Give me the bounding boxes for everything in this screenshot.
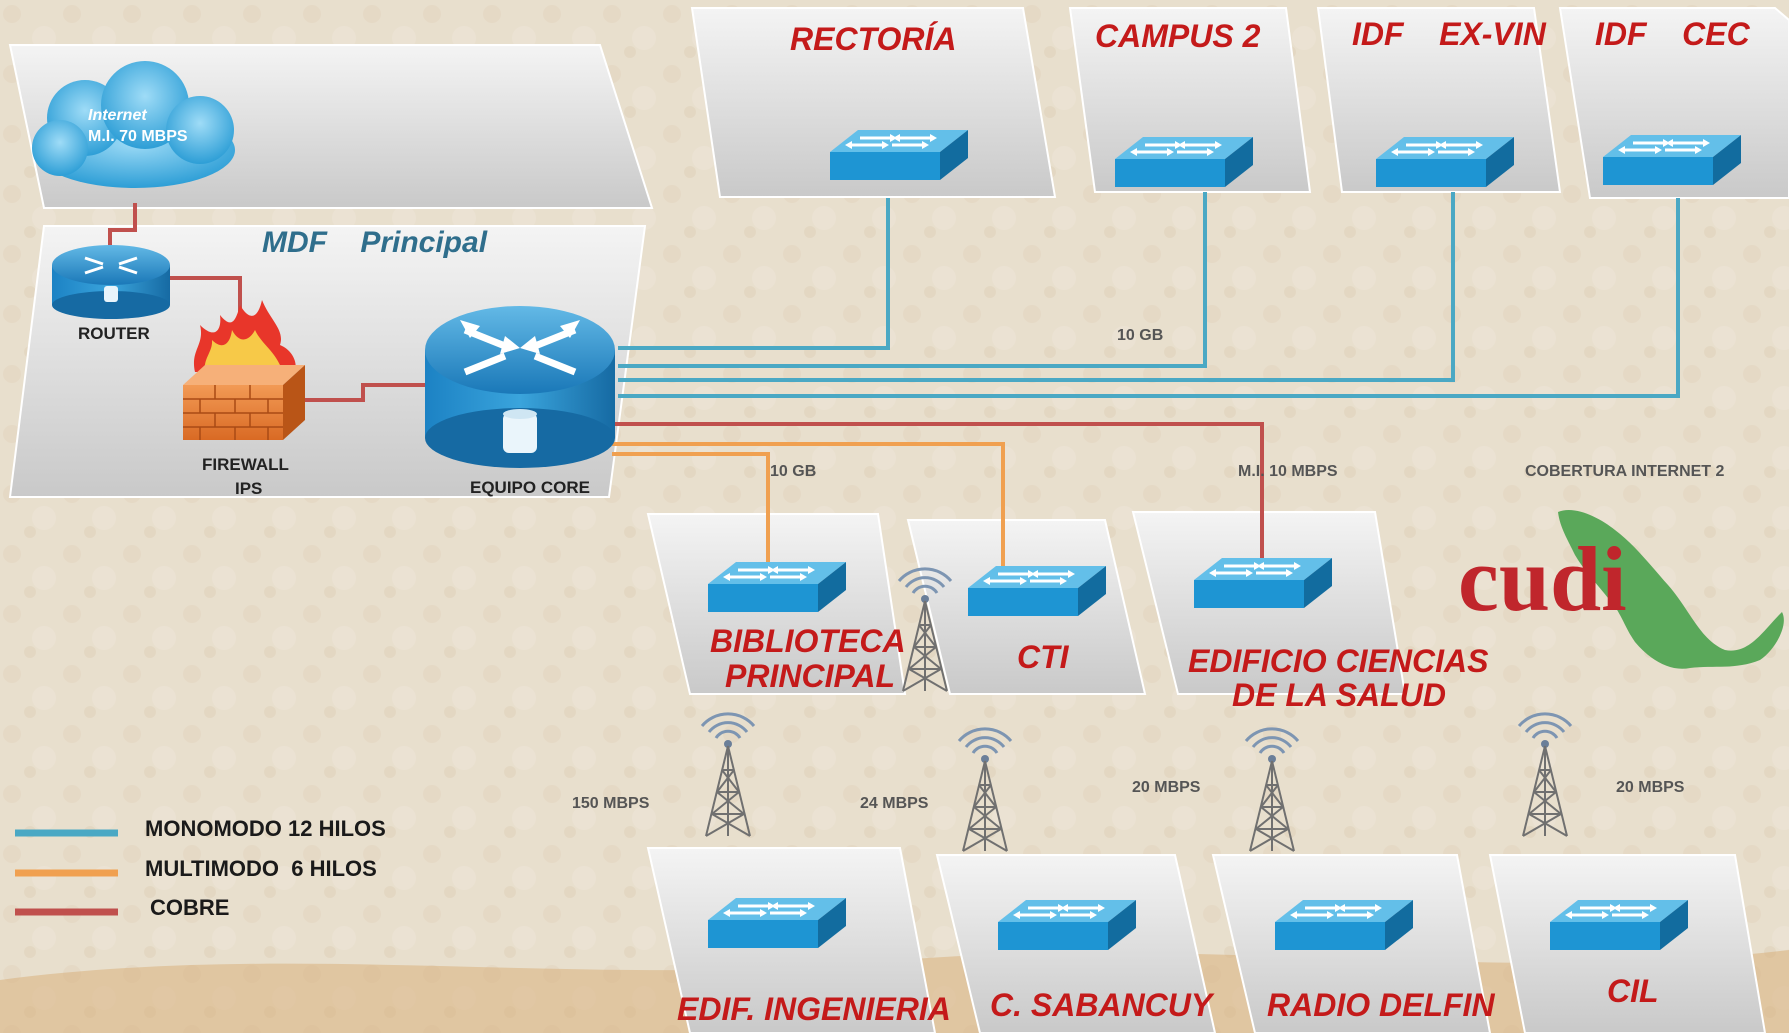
label-top-10gb: 10 GB <box>1117 327 1163 344</box>
legend-label-cobre: COBRE <box>150 895 229 920</box>
switch-icon <box>1374 135 1516 189</box>
link-campus2 <box>618 192 1207 368</box>
switch-icon <box>1113 135 1255 189</box>
monomodo-links <box>618 192 1680 398</box>
site-title-biblioteca-2: PRINCIPAL <box>725 658 895 694</box>
mdf-title: MDF Principal <box>262 226 488 259</box>
link-firewall-core <box>303 383 425 402</box>
firewall-icon <box>183 300 305 440</box>
multimodo-links <box>612 442 1005 570</box>
label-24mbps: 24 MBPS <box>860 795 929 812</box>
legend-label-multimodo: MULTIMODO 6 HILOS <box>145 856 377 881</box>
site-title-ciencias-2: DE LA SALUD <box>1232 677 1446 713</box>
cloud-label-internet: Internet <box>88 107 147 124</box>
link-biblioteca <box>612 452 770 565</box>
link-rectoria <box>618 198 890 350</box>
switch-icon <box>1548 898 1690 952</box>
cloud-label-bandwidth: M.I. 70 MBPS <box>88 128 188 145</box>
site-title-cti: CTI <box>1017 639 1070 675</box>
site-title-campus2: CAMPUS 2 <box>1095 18 1261 54</box>
link-idf-cec <box>618 198 1680 398</box>
switch-icon <box>1601 133 1743 187</box>
label-20mbps-a: 20 MBPS <box>1132 779 1201 796</box>
cudi-logo: cudi <box>1458 528 1627 630</box>
router-label: ROUTER <box>78 324 150 343</box>
switch-icon <box>966 564 1108 618</box>
site-title-idf-cec: IDF CEC <box>1595 16 1751 52</box>
site-title-ingenieria: EDIF. INGENIERIA <box>677 991 951 1027</box>
switch-icon <box>996 898 1138 952</box>
link-cloud-router <box>108 203 137 255</box>
mexico-map-icon <box>1558 510 1784 669</box>
link-cti <box>612 442 1005 570</box>
router-icon <box>52 245 170 319</box>
link-idf-exvin <box>618 192 1455 382</box>
label-mid-10gb: 10 GB <box>770 463 816 480</box>
site-title-sabancuy: C. SABANCUY <box>990 987 1215 1023</box>
switch-icon <box>706 896 848 950</box>
label-20mbps-b: 20 MBPS <box>1616 779 1685 796</box>
site-title-cil: CIL <box>1607 973 1659 1009</box>
label-internet2: COBERTURA INTERNET 2 <box>1525 463 1725 480</box>
label-mi-10mbps: M.I. 10 MBPS <box>1238 463 1338 480</box>
legend-label-monomodo: MONOMODO 12 HILOS <box>145 816 386 841</box>
switch-icon <box>706 560 848 614</box>
switch-icon <box>1192 556 1334 610</box>
firewall-ips-label: IPS <box>235 479 262 498</box>
site-title-idf-exvin: IDF EX-VIN <box>1352 16 1547 52</box>
legend: MONOMODO 12 HILOS MULTIMODO 6 HILOS COBR… <box>15 816 386 920</box>
switch-icon <box>828 128 970 182</box>
site-title-rectoria: RECTORÍA <box>790 21 957 57</box>
internet-cloud-icon <box>32 61 235 188</box>
label-150mbps: 150 MBPS <box>572 795 650 812</box>
core-label: EQUIPO CORE <box>470 478 590 497</box>
site-title-biblioteca: BIBLIOTECA <box>710 623 906 659</box>
switch-icon <box>1273 898 1415 952</box>
site-title-ciencias: EDIFICIO CIENCIAS <box>1188 643 1489 679</box>
firewall-label: FIREWALL <box>202 455 289 474</box>
core-router-icon <box>425 306 615 468</box>
link-ciencias-salud <box>615 422 1264 568</box>
site-title-radio-delfin: RADIO DELFIN <box>1267 987 1495 1023</box>
